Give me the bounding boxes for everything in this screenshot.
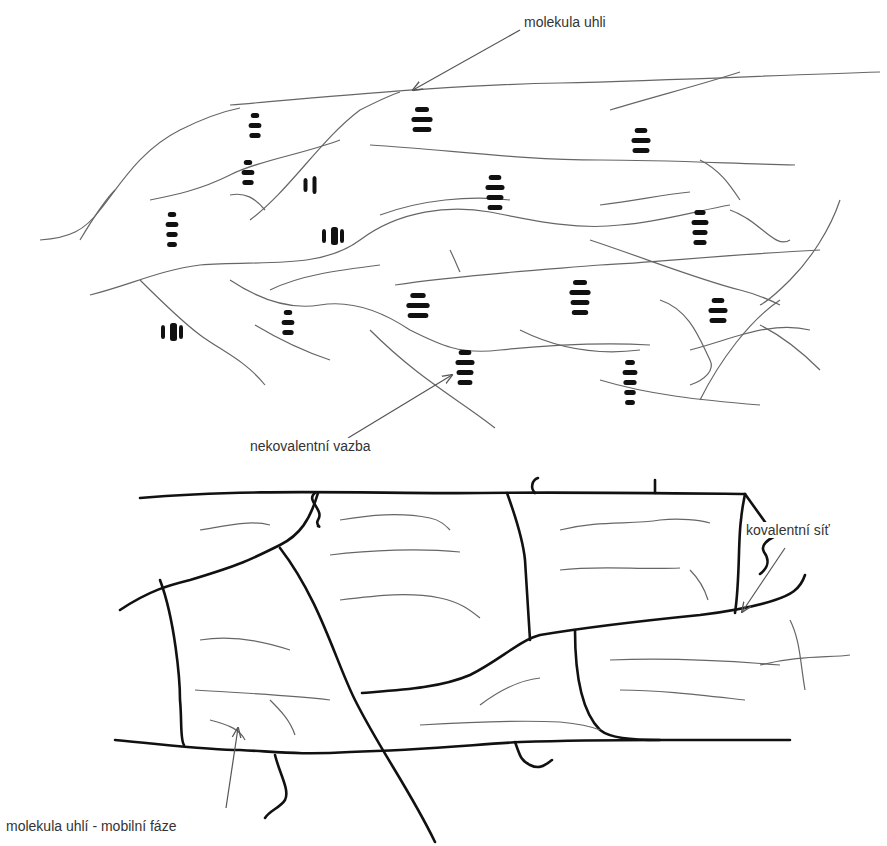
- bond-dash: [406, 303, 429, 308]
- bond-dash: [251, 113, 259, 118]
- bond-dash: [633, 148, 650, 153]
- bond-dash: [487, 195, 504, 200]
- bond-dash: [282, 320, 295, 325]
- bond-dash: [282, 330, 293, 335]
- coal-molecule-label: molekula uhli: [522, 14, 608, 30]
- bond-dash: [692, 220, 709, 225]
- mobile-phase-lines: [195, 515, 850, 740]
- bond-dash: [489, 175, 502, 180]
- bond-dash: [313, 176, 317, 194]
- bond-dash: [571, 300, 590, 305]
- bond-dash: [304, 178, 308, 192]
- bond-dash: [166, 232, 177, 237]
- bond-dash: [708, 308, 727, 313]
- bond-dash: [161, 325, 165, 339]
- bond-dash: [413, 127, 432, 132]
- bond-dash: [694, 210, 705, 215]
- bond-dash: [569, 290, 590, 295]
- bond-dash: [166, 222, 179, 227]
- bond-dash: [693, 240, 706, 245]
- bond-dash: [625, 400, 635, 405]
- bond-dash: [242, 170, 255, 175]
- bond-dash: [573, 280, 587, 285]
- bond-dash: [623, 380, 636, 385]
- bond-dash: [284, 310, 292, 315]
- bond-dash: [712, 298, 725, 303]
- bond-dash: [249, 123, 262, 128]
- bond-dash: [692, 230, 707, 235]
- bond-dash: [249, 133, 260, 138]
- noncovalent-bond-label: nekovalentní vazba: [248, 438, 373, 454]
- bond-dash: [623, 370, 638, 375]
- noncovalent-bond-marks: [161, 107, 728, 405]
- covalent-network: [115, 478, 805, 842]
- bond-dash: [242, 180, 253, 185]
- bond-dash: [410, 293, 425, 298]
- bond-dash: [635, 128, 648, 133]
- bond-dash: [322, 229, 326, 243]
- bond-dash: [340, 229, 344, 243]
- bond-dash: [485, 185, 504, 190]
- bond-dash: [458, 380, 473, 385]
- bond-dash: [572, 310, 588, 315]
- bond-dash: [415, 107, 429, 112]
- bond-dash: [244, 160, 252, 165]
- bond-dash: [455, 360, 474, 365]
- bond-dash: [459, 350, 472, 355]
- bond-dash: [710, 318, 727, 323]
- bond-dash: [408, 313, 429, 318]
- covalent-network-label: kovalentní síť: [744, 522, 832, 538]
- bond-dash: [411, 117, 432, 122]
- bond-dash: [331, 227, 338, 245]
- bond-dash: [624, 390, 635, 395]
- bond-dash: [170, 323, 177, 341]
- bond-dash: [488, 205, 503, 210]
- mobile-phase-label: molekula uhlí - mobilní fáze: [4, 818, 178, 834]
- bond-dash: [625, 360, 635, 365]
- bond-dash: [457, 370, 474, 375]
- bond-dash: [179, 325, 183, 339]
- bond-dash: [167, 242, 177, 247]
- bond-dash: [168, 212, 176, 217]
- coal-molecule-lines: [40, 72, 880, 428]
- bond-dash: [631, 138, 650, 143]
- leader-arrows: [226, 30, 785, 808]
